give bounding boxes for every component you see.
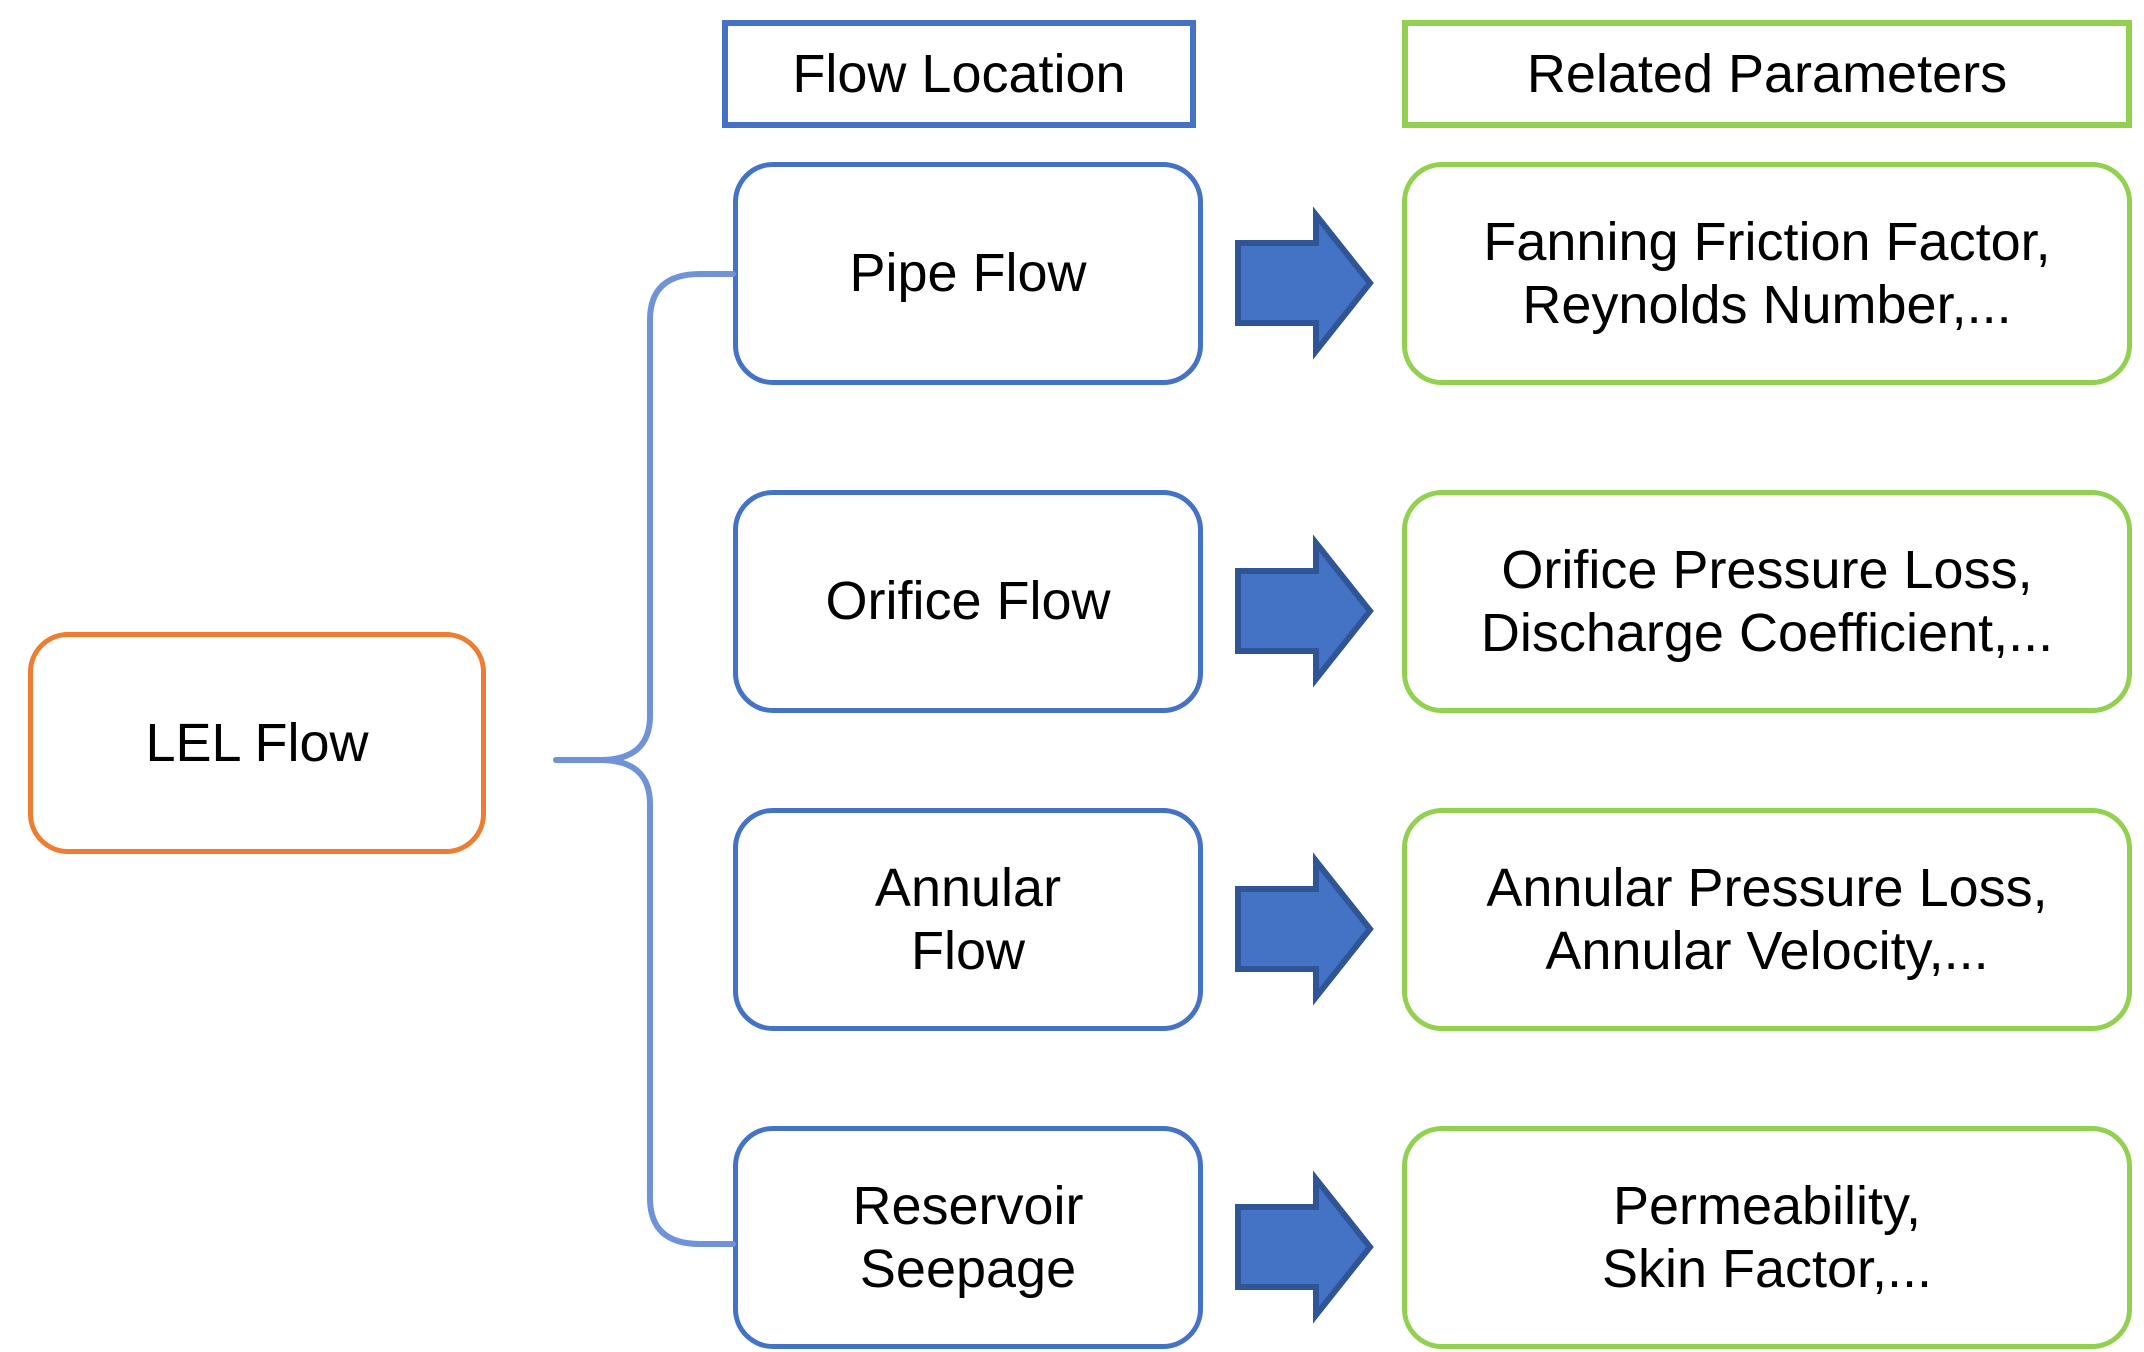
arrow-row-2 bbox=[1235, 534, 1374, 688]
brace-upper-arm bbox=[647, 271, 736, 719]
node-flow-location-1-label: Pipe Flow bbox=[849, 243, 1087, 304]
node-flow-location-4-label: Reservoir Seepage bbox=[852, 1175, 1084, 1299]
node-related-parameters-3-label: Annular Pressure Loss, Annular Velocity,… bbox=[1486, 857, 2048, 981]
column-header-flow-location-label: Flow Location bbox=[792, 43, 1126, 104]
arrow-row-4 bbox=[1235, 1170, 1374, 1324]
arrow-row-3 bbox=[1235, 852, 1374, 1006]
node-flow-location-2-label: Orifice Flow bbox=[825, 571, 1111, 632]
node-related-parameters-1: Fanning Friction Factor, Reynolds Number… bbox=[1402, 162, 2132, 385]
node-related-parameters-4: Permeability, Skin Factor,... bbox=[1402, 1126, 2132, 1349]
node-related-parameters-2: Orifice Pressure Loss, Discharge Coeffic… bbox=[1402, 490, 2132, 713]
node-related-parameters-4-label: Permeability, Skin Factor,... bbox=[1601, 1175, 1933, 1299]
brace-connector bbox=[553, 271, 736, 1247]
node-related-parameters-2-label: Orifice Pressure Loss, Discharge Coeffic… bbox=[1480, 539, 2054, 663]
node-flow-location-3: Annular Flow bbox=[733, 808, 1203, 1031]
column-header-related-parameters: Related Parameters bbox=[1402, 20, 2132, 128]
node-related-parameters-1-label: Fanning Friction Factor, Reynolds Number… bbox=[1483, 211, 2051, 335]
node-lel-flow-label: LEL Flow bbox=[145, 712, 369, 773]
node-flow-location-1: Pipe Flow bbox=[733, 162, 1203, 385]
brace-lower-arm bbox=[647, 801, 736, 1247]
column-header-flow-location: Flow Location bbox=[722, 20, 1196, 128]
brace-stem-upper bbox=[553, 713, 653, 763]
column-header-related-parameters-label: Related Parameters bbox=[1526, 43, 2008, 104]
node-flow-location-3-label: Annular Flow bbox=[874, 857, 1062, 981]
node-related-parameters-3: Annular Pressure Loss, Annular Velocity,… bbox=[1402, 808, 2132, 1031]
node-flow-location-2: Orifice Flow bbox=[733, 490, 1203, 713]
node-flow-location-4: Reservoir Seepage bbox=[733, 1126, 1203, 1349]
node-lel-flow: LEL Flow bbox=[28, 632, 486, 854]
arrow-row-1 bbox=[1235, 206, 1374, 360]
brace-stem-lower bbox=[553, 757, 653, 807]
